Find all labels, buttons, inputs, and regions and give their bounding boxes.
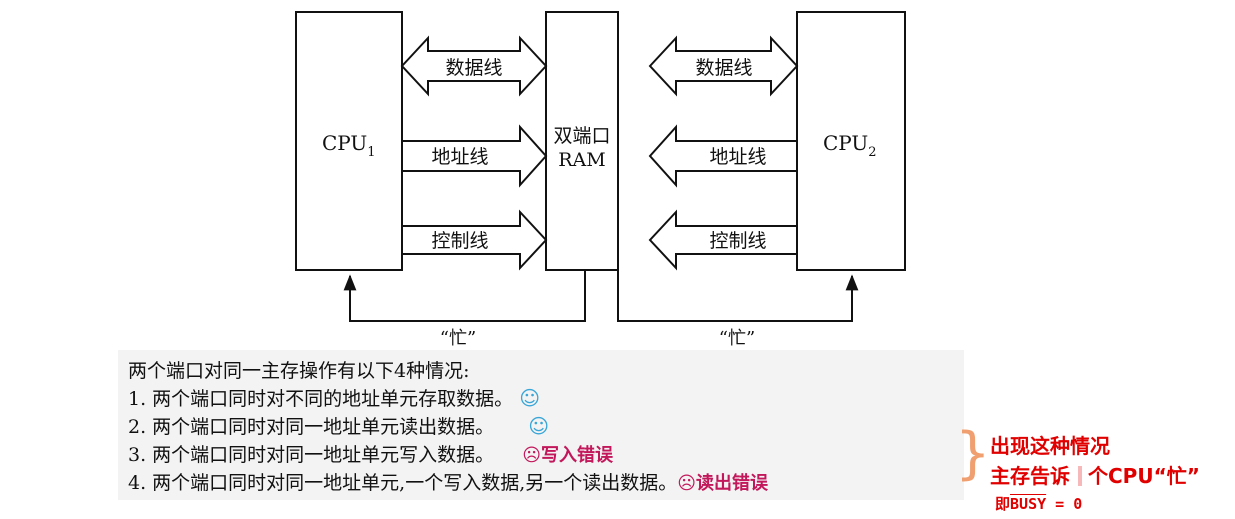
cursor-mark-icon [1078,466,1082,486]
cpu2-label: CPU2 [823,131,877,160]
cases-panel: 两个端口对同一主存操作有以下4种情况: 1. 两个端口同时对不同的地址单元存取数… [118,350,964,500]
right-addr-bus-arrow [648,124,798,188]
write-error-label: 写入错误 [540,445,613,466]
cpu1-label: CPU1 [322,131,376,160]
brace-icon: } [955,421,991,486]
annotation-line2: 主存告诉个CPU“忙” [990,460,1200,489]
right-data-bus-label: 数据线 [695,57,752,79]
busy-prefix: 即 [995,495,1011,513]
busy-left-label: “忙” [440,328,476,349]
annotation-line2-text: 主存告诉 [990,464,1070,488]
left-ctrl-bus-label: 控制线 [431,230,488,252]
right-data-bus-arrow [648,35,799,97]
ram-box [545,11,619,271]
dual-port-ram-diagram: CPU1 双端口 RAM CPU2 数据线 地址线 控制线 数据线 地址线 控制… [295,11,906,349]
cases-heading: 两个端口对同一主存操作有以下4种情况: [128,360,470,382]
frown-icon: ☹ [677,473,697,494]
case-3-text: 3. 两个端口同时对同一地址单元写入数据。 [128,444,495,466]
right-addr-bus-label: 地址线 [709,146,766,168]
busy-signal-note: 即BUSY = 0 [995,493,1082,514]
case-1: 1. 两个端口同时对不同的地址单元存取数据。 ☺ [128,384,540,411]
busy-value: = 0 [1046,495,1083,513]
left-ctrl-bus-arrow [401,209,548,271]
left-data-bus-label: 数据线 [445,57,502,79]
cpu2-box [796,11,906,271]
case-1-text: 1. 两个端口同时对不同的地址单元存取数据。 [128,388,514,410]
smile-icon: ☺ [519,386,541,410]
ram-label-line2: RAM [558,149,605,171]
right-ctrl-bus-label: 控制线 [709,230,766,252]
busy-right-label: “忙” [719,328,755,349]
case-3: 3. 两个端口同时对同一地址单元写入数据。 ☹写入错误 [128,440,613,467]
smile-icon: ☺ [528,414,550,438]
left-addr-bus-arrow [401,124,548,188]
case-2: 2. 两个端口同时对同一地址单元读出数据。 ☺ [128,412,549,439]
case-4: 4. 两个端口同时对同一地址单元,一个写入数据,另一个读出数据。☹读出错误 [128,468,768,495]
busy-line-left [343,270,586,322]
annotation-line2-cont: 个CPU“忙” [1088,464,1200,488]
left-data-bus-arrow [400,35,548,97]
case-4-text: 4. 两个端口同时对同一地址单元,一个写入数据,另一个读出数据。 [128,472,678,494]
cpu1-box [295,11,403,271]
busy-line-right [617,270,859,322]
right-ctrl-bus-arrow [648,209,798,271]
ram-label-line1: 双端口 [553,125,610,147]
case-2-text: 2. 两个端口同时对同一地址单元读出数据。 [128,416,495,438]
annotation-line1: 出现这种情况 [990,434,1110,458]
read-error-label: 读出错误 [696,473,769,494]
left-addr-bus-label: 地址线 [431,146,488,168]
busy-signal: BUSY [1010,495,1047,513]
frown-icon: ☹ [522,445,541,466]
